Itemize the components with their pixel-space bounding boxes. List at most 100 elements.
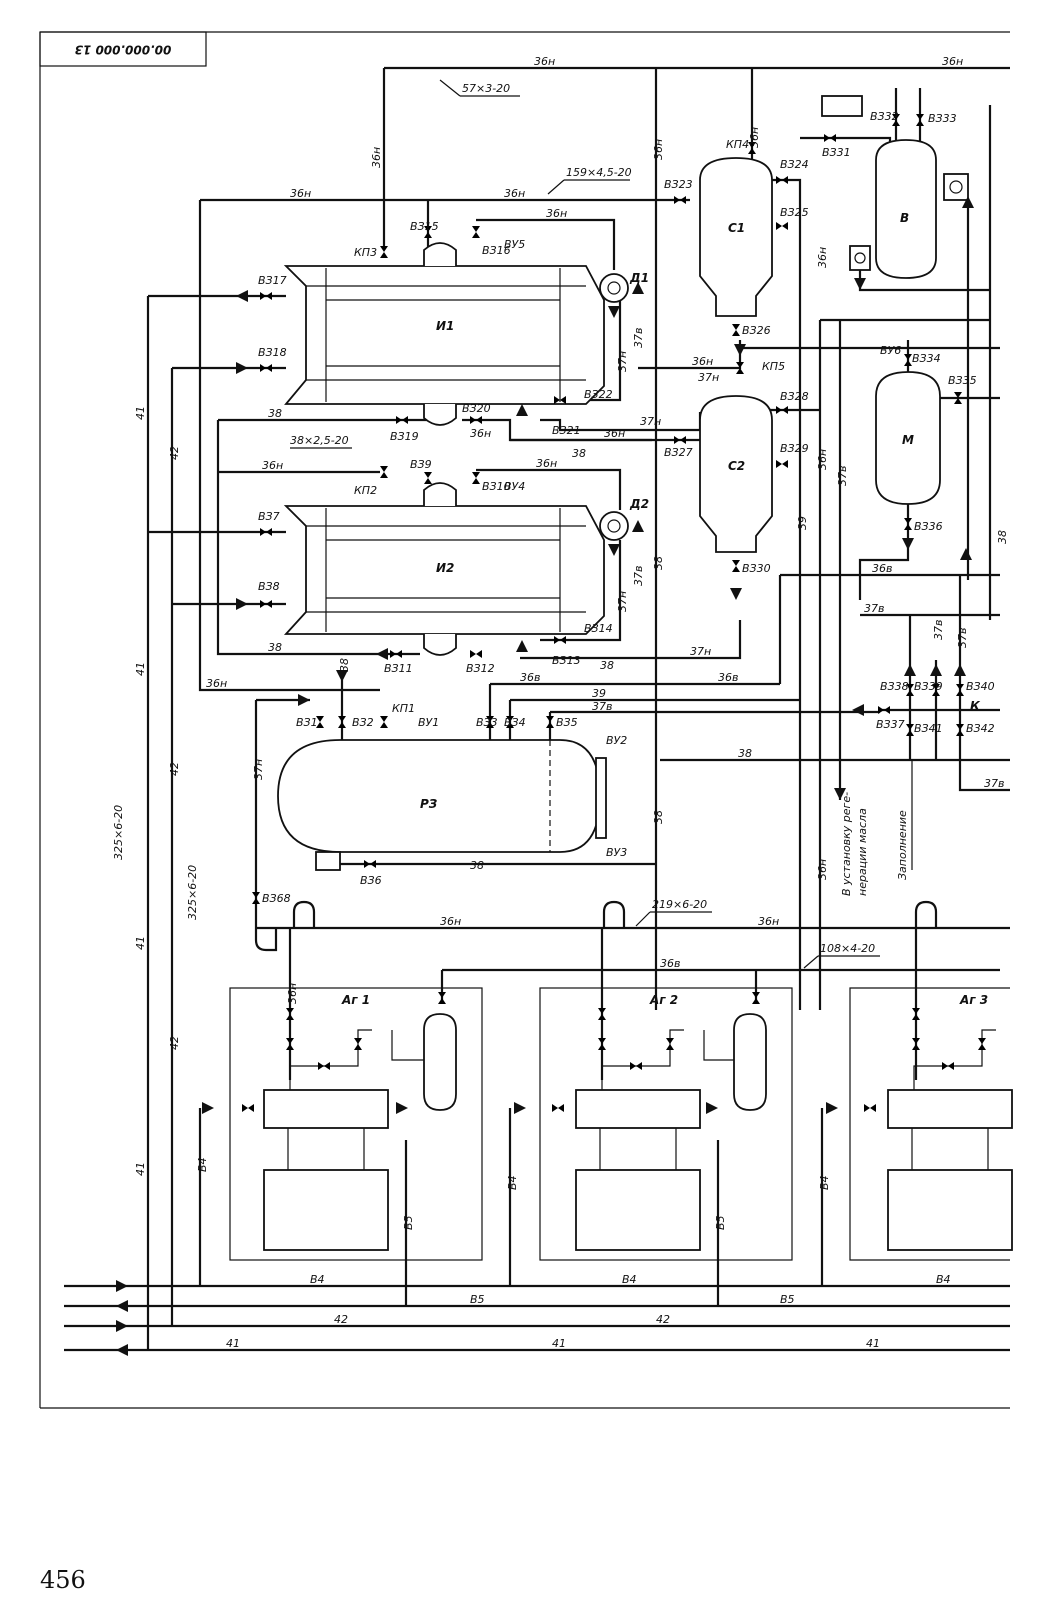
svg-text:ВУ4: ВУ4 [504,480,525,493]
svg-text:ВЗ68: ВЗ68 [262,892,291,905]
unit-k-label: К [970,699,981,713]
svg-text:36в: 36в [660,957,680,970]
svg-text:ВЗ14: ВЗ14 [584,622,613,635]
svg-text:36н: 36н [816,859,829,880]
svg-text:36н: 36н [758,915,779,928]
svg-text:38: 38 [268,407,282,420]
svg-text:ВЗ11: ВЗ11 [384,662,413,675]
svg-text:36н: 36н [206,677,227,690]
svg-text:36н: 36н [652,139,665,160]
unit-2-label: Аг 2 [649,993,678,1007]
svg-text:ВЗ19: ВЗ19 [390,430,419,443]
tank-v [821,95,969,279]
heater-1-label: И1 [436,319,454,333]
svg-text:ВЗ20: ВЗ20 [462,402,491,415]
svg-text:38: 38 [572,447,586,460]
page-number: 456 [40,1566,86,1594]
tank-v-label: В [900,211,909,225]
unit-1-label: Аг 1 [341,993,370,1007]
svg-text:37в: 37в [984,777,1004,790]
unit-3-label: Аг 3 [959,993,988,1007]
svg-text:38: 38 [470,859,484,872]
svg-text:В4: В4 [196,1157,209,1172]
svg-text:38: 38 [996,530,1009,544]
svg-text:ВЗ23: ВЗ23 [664,178,693,191]
pipe-spec-small-line: 38×2,5-20 [290,434,349,447]
svg-text:ВЗ35: ВЗ35 [948,374,977,387]
svg-text:ВЗ37: ВЗ37 [876,718,905,731]
svg-text:ВЗ22: ВЗ22 [584,388,613,401]
svg-text:ВЗ31: ВЗ31 [822,146,851,159]
svg-text:ВЗ6: ВЗ6 [360,874,382,887]
flow-arrows [116,196,974,1356]
svg-text:ВЗ24: ВЗ24 [780,158,809,171]
svg-text:42: 42 [334,1313,348,1326]
svg-text:ВЗ13: ВЗ13 [552,654,581,667]
svg-text:ВЗ12: ВЗ12 [466,662,495,675]
svg-text:ВЗ4: ВЗ4 [504,716,526,729]
svg-text:ВЗ36: ВЗ36 [914,520,943,533]
svg-text:ВЗ34: ВЗ34 [912,352,941,365]
pipe-spec-heater-line: 159×4,5-20 [566,166,632,179]
svg-text:КП2: КП2 [354,484,377,497]
svg-text:41: 41 [134,1162,147,1176]
svg-text:36н: 36н [816,247,829,268]
svg-text:В4: В4 [310,1273,325,1286]
header-loops [254,890,938,952]
svg-text:ВУ3: ВУ3 [606,846,627,859]
relief-valve-labels: КП1 КП2 КП3 КП4 КП5 [354,138,785,715]
svg-text:ВЗ41: ВЗ41 [914,722,943,735]
svg-text:36в: 36в [718,671,738,684]
pipe-spec-left-2: 325×6-20 [186,865,199,920]
svg-text:В4: В4 [622,1273,637,1286]
svg-text:36н: 36н [748,127,761,148]
svg-text:36н: 36н [604,427,625,440]
svg-text:41: 41 [552,1337,566,1350]
svg-text:42: 42 [168,446,181,460]
svg-text:42: 42 [168,1036,181,1050]
svg-text:ВЗ15: ВЗ15 [410,220,439,233]
pump-2-label: Д2 [629,497,649,511]
svg-text:36н: 36н [504,187,525,200]
pipe-network [64,66,1010,1352]
svg-text:37н: 37н [616,351,629,372]
separator-2-label: С2 [728,459,745,473]
svg-text:37в: 37в [632,328,645,348]
separator-1-label: С1 [728,221,745,235]
svg-text:37в: 37в [956,628,969,648]
svg-text:37в: 37в [932,620,945,640]
svg-text:38: 38 [738,747,752,760]
svg-text:ВЗ25: ВЗ25 [780,206,809,219]
svg-text:41: 41 [866,1337,880,1350]
svg-text:В4: В4 [818,1175,831,1190]
svg-text:ВЗ9: ВЗ9 [410,458,432,471]
svg-text:ВЗ16: ВЗ16 [482,244,511,257]
separator-2 [699,395,773,553]
pipe-spec-top: 57×3-20 [462,82,510,95]
svg-text:36в: 36в [872,562,892,575]
svg-text:36н: 36н [536,457,557,470]
svg-text:38: 38 [338,658,351,672]
separator-1 [699,157,773,317]
svg-text:36н: 36н [290,187,311,200]
pipe-spec-header: 219×6-20 [652,898,707,911]
tank-m-label: М [902,433,914,447]
svg-text:ВЗ17: ВЗ17 [258,274,287,287]
svg-text:36н: 36н [546,207,567,220]
note-regeneration-line1: В установку реге- [840,792,853,896]
pipe-spec-drain-header: 108×4-20 [820,942,875,955]
svg-text:41: 41 [134,936,147,950]
svg-text:КП1: КП1 [392,702,415,715]
svg-text:ВЗ40: ВЗ40 [966,680,995,693]
svg-text:42: 42 [656,1313,670,1326]
note-regeneration-line2: нерации масла [856,808,869,896]
svg-text:В4: В4 [936,1273,951,1286]
svg-text:ВЗ1: ВЗ1 [296,716,318,729]
svg-text:37в: 37в [592,700,612,713]
svg-text:В5: В5 [714,1215,727,1230]
svg-text:39: 39 [796,516,809,530]
svg-text:КП4: КП4 [726,138,749,151]
svg-text:ВЗ30: ВЗ30 [742,562,771,575]
aggregate-unit-1 [229,987,483,1261]
